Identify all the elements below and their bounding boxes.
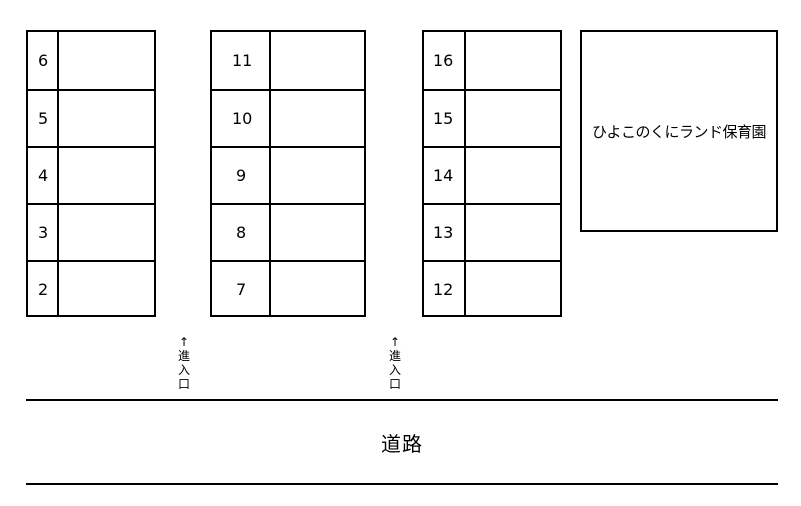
spot-number: 9 [212,148,271,203]
spot-number: 2 [28,262,59,317]
entrance-char: 進 [388,349,401,363]
road-edge-bottom [26,483,778,485]
spot-number: 4 [28,148,59,203]
parking-spot: 8 [212,203,364,260]
road-edge-top [26,399,778,401]
parking-spot: 9 [212,146,364,203]
arrow-up-icon: ↑ [389,335,401,349]
entrance-marker: ↑ 進 入 口 [386,335,404,391]
spot-number: 12 [424,262,466,317]
spot-number: 11 [212,32,271,89]
parking-spot: 3 [28,203,154,260]
parking-spot: 15 [424,89,560,146]
arrow-up-icon: ↑ [178,335,190,349]
parking-spot: 2 [28,260,154,317]
road-label: 道路 [381,432,423,456]
parking-block-b: 11 10 9 8 7 [210,30,366,317]
parking-spot: 5 [28,89,154,146]
parking-spot: 4 [28,146,154,203]
spot-number: 7 [212,262,271,317]
parking-spot: 14 [424,146,560,203]
entrance-marker: ↑ 進 入 口 [175,335,193,391]
parking-spot: 11 [212,32,364,89]
parking-spot: 7 [212,260,364,317]
spot-number: 5 [28,91,59,146]
parking-spot: 6 [28,32,154,89]
spot-number: 14 [424,148,466,203]
entrance-char: 口 [177,377,190,391]
spot-number: 8 [212,205,271,260]
nursery-label: ひよこのくにランド保育園 [591,122,767,141]
entrance-char: 口 [388,377,401,391]
spot-number: 3 [28,205,59,260]
spot-number: 15 [424,91,466,146]
entrance-char: 入 [177,363,190,377]
spot-number: 6 [28,32,59,89]
parking-spot: 10 [212,89,364,146]
parking-spot: 12 [424,260,560,317]
entrance-char: 入 [388,363,401,377]
spot-number: 16 [424,32,466,89]
entrance-char: 進 [177,349,190,363]
nursery-building: ひよこのくにランド保育園 [580,30,778,232]
spot-number: 13 [424,205,466,260]
parking-block-c: 16 15 14 13 12 [422,30,562,317]
parking-spot: 16 [424,32,560,89]
spot-number: 10 [212,91,271,146]
parking-spot: 13 [424,203,560,260]
parking-block-a: 6 5 4 3 2 [26,30,156,317]
